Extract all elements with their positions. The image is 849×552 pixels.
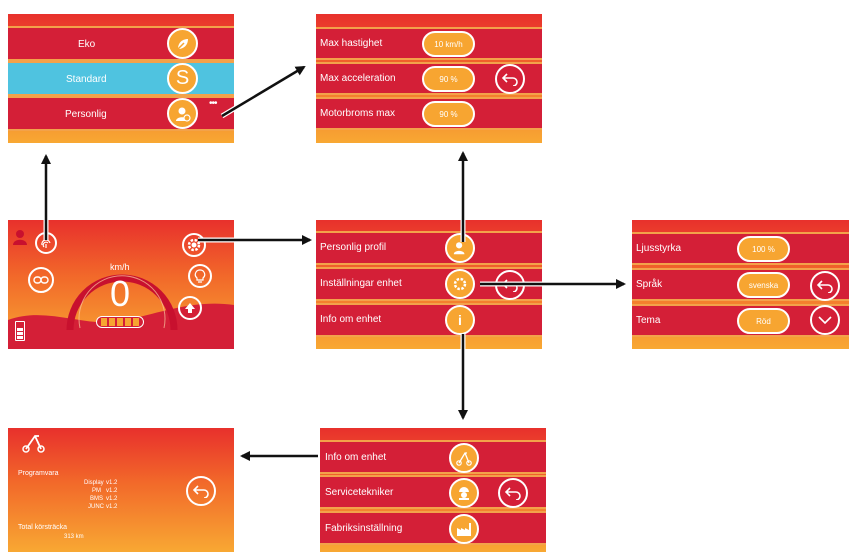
version-name: JUNC <box>88 504 104 510</box>
info-menu-label: Servicetekniker <box>325 487 394 498</box>
power-segment <box>117 318 123 326</box>
info-menu-label: Fabriksinställning <box>325 523 403 534</box>
device-value[interactable]: 100 % <box>737 236 790 262</box>
mode-label: Eko <box>78 39 96 50</box>
person-gear-icon <box>167 98 198 129</box>
version-value: v1.2 <box>106 504 118 510</box>
device-settings-screen: Ljusstyrka 100 % Språk svenska Tema Röd <box>632 220 849 349</box>
fingerprint-icon[interactable] <box>35 232 57 254</box>
device-label: Tema <box>636 315 661 326</box>
power-bar <box>96 316 144 328</box>
profile-label: Max hastighet <box>320 38 383 49</box>
gear-icon <box>445 269 475 299</box>
chevron-down-icon[interactable] <box>810 305 840 335</box>
profile-row[interactable]: Motorbroms max 90 % <box>316 97 542 130</box>
scooter-icon <box>449 443 479 473</box>
link-icon[interactable] <box>28 267 54 293</box>
arrow-mode-to-profile <box>220 64 306 119</box>
version-value: v1.2 <box>106 480 118 486</box>
leaf-icon <box>167 28 198 59</box>
speed-value: 0 <box>110 273 131 314</box>
factory-icon <box>449 514 479 544</box>
version-name: PM <box>92 488 101 494</box>
back-arrow-icon[interactable] <box>495 64 525 94</box>
power-segment <box>125 318 131 326</box>
mode-screen: Eko Standard S Personlig ••• <box>8 14 234 143</box>
mode-row-eko[interactable]: Eko <box>8 26 234 61</box>
settings-label: Inställningar enhet <box>320 278 402 289</box>
info-menu-row[interactable]: Info om enhet <box>320 440 546 474</box>
distance-title: Total körsträcka <box>18 524 68 531</box>
version-value: v1.2 <box>106 496 118 502</box>
info-menu-label: Info om enhet <box>325 452 387 463</box>
device-label: Ljusstyrka <box>636 243 682 254</box>
mode-row-personlig[interactable]: Personlig ••• <box>8 96 234 131</box>
mode-row-standard[interactable]: Standard S <box>8 61 234 96</box>
technician-icon <box>449 478 479 508</box>
back-arrow-icon[interactable] <box>810 271 840 301</box>
s-letter: S <box>175 67 190 89</box>
lightbulb-icon[interactable] <box>188 264 212 288</box>
power-segment <box>101 318 107 326</box>
s-letter-icon: S <box>167 63 198 94</box>
info-icon: i <box>445 305 475 335</box>
user-icon[interactable] <box>13 229 31 252</box>
profile-label: Max acceleration <box>320 73 396 84</box>
battery-cell <box>17 332 23 335</box>
speed-unit: km/h <box>110 262 130 272</box>
scooter-icon <box>22 433 46 458</box>
version-name: Display <box>84 480 104 486</box>
device-label: Språk <box>636 279 663 290</box>
profile-value[interactable]: 90 % <box>422 66 475 92</box>
software-title: Programvara <box>18 470 59 477</box>
settings-row[interactable]: Info om enhet i <box>316 303 542 337</box>
profile-label: Motorbroms max <box>320 108 396 119</box>
back-arrow-icon[interactable] <box>498 478 528 508</box>
info-menu-screen: Info om enhet Servicetekniker Fabriksins… <box>320 428 546 552</box>
settings-row[interactable]: Personlig profil <box>316 231 542 265</box>
profile-row[interactable]: Max hastighet 10 km/h <box>316 27 542 60</box>
profile-value[interactable]: 90 % <box>422 101 475 127</box>
power-segment <box>133 318 139 326</box>
mode-label: Personlig <box>65 109 107 120</box>
device-value[interactable]: Röd <box>737 308 790 334</box>
device-value[interactable]: svenska <box>737 272 790 298</box>
profile-screen: Max hastighet 10 km/h Max acceleration 9… <box>316 14 542 143</box>
device-row[interactable]: Ljusstyrka 100 % <box>632 232 849 265</box>
battery-cell <box>17 328 23 331</box>
info-menu-row[interactable]: Fabriksinställning <box>320 511 546 545</box>
settings-screen: Personlig profil Inställningar enhet Inf… <box>316 220 542 349</box>
more-dots[interactable]: ••• <box>209 98 217 109</box>
main-screen: km/h 0 <box>8 220 234 349</box>
gear-icon[interactable] <box>182 233 206 257</box>
info-screen: Programvara Display v1.2 PM v1.2 BMS v1.… <box>8 428 234 552</box>
battery-icon <box>15 321 25 341</box>
back-arrow-icon[interactable] <box>495 270 525 300</box>
version-value: v1.2 <box>106 488 118 494</box>
settings-label: Info om enhet <box>320 314 382 325</box>
up-arrow-icon[interactable] <box>178 296 202 320</box>
distance-value: 313 km <box>64 534 84 540</box>
power-segment <box>109 318 115 326</box>
person-gear-icon <box>445 233 475 263</box>
battery-cell <box>17 336 23 339</box>
back-arrow-icon[interactable] <box>186 476 216 506</box>
arrow-mode-to-profile <box>221 65 306 118</box>
version-name: BMS <box>90 496 104 502</box>
mode-label: Standard <box>66 74 107 85</box>
settings-label: Personlig profil <box>320 242 387 253</box>
profile-value[interactable]: 10 km/h <box>422 31 475 57</box>
